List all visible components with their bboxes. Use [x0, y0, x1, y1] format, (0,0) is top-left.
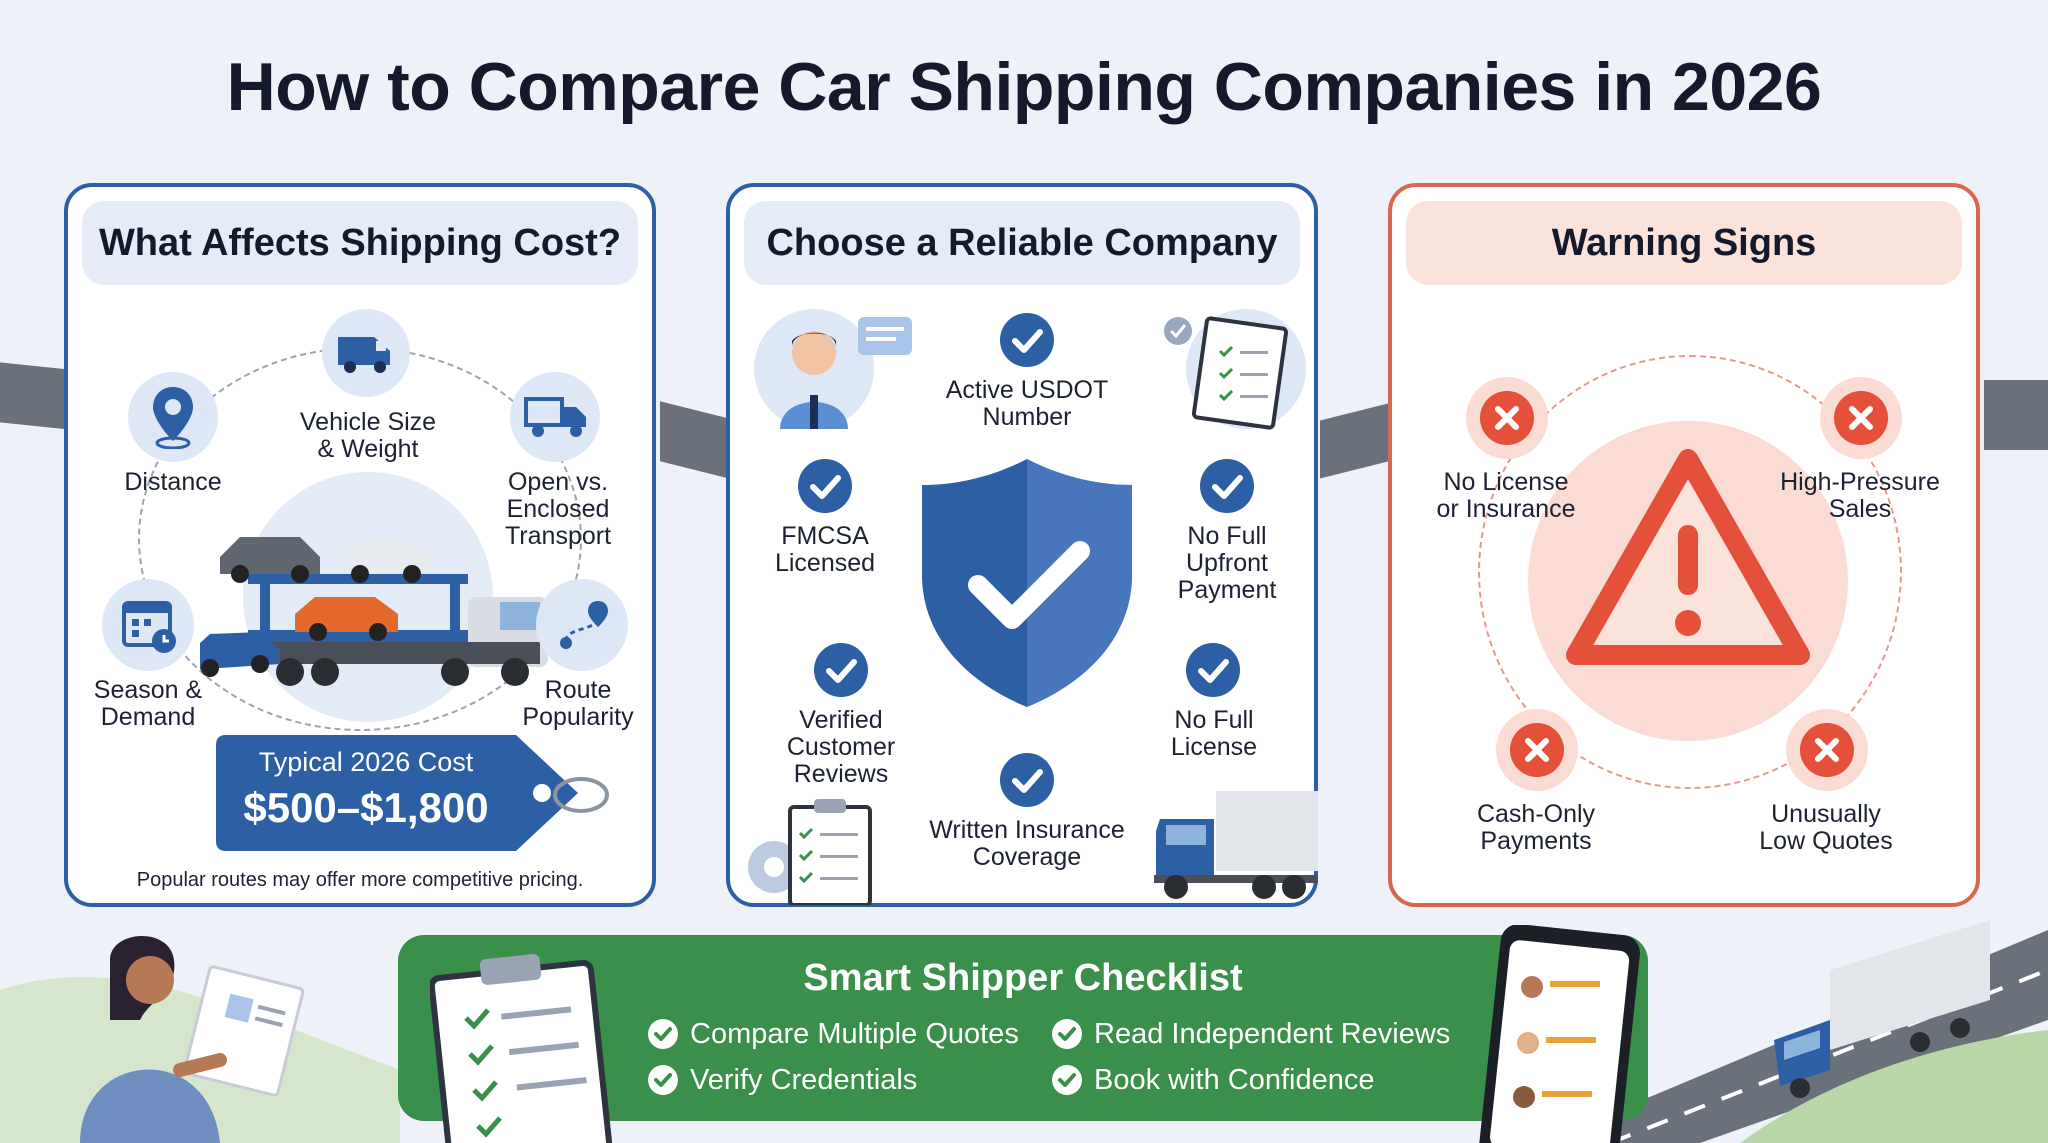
factor-distance-label: Distance	[124, 468, 222, 496]
price-tag-label: Typical 2026 Cost	[258, 747, 474, 777]
factor-route-label: Route Popularity	[522, 676, 634, 731]
warning-no-license-label: No License or Insurance	[1436, 468, 1576, 523]
warning-low-quotes-label: Unusually Low Quotes	[1759, 800, 1893, 855]
warning-cash-label: Cash-Only Payments	[1476, 800, 1596, 855]
warning-triangle-icon	[1566, 449, 1810, 665]
checklist-item-verify: Verify Credentials	[690, 1064, 918, 1096]
check-icon-book	[1052, 1065, 1082, 1095]
factor-transport-label: Open vs. Enclosed Transport	[504, 468, 612, 550]
usdot-check-icon	[1000, 313, 1054, 367]
warning-panel: Warning Signs No License or Insurance Hi…	[1388, 183, 1980, 907]
fmcsa-check-icon	[798, 459, 852, 513]
cost-panel: What Affects Shipping Cost? Vehicle Size…	[64, 183, 656, 907]
item-license-label: No Full License	[1170, 706, 1258, 761]
van-icon	[338, 337, 390, 373]
pricing-note: Popular routes may offer more competitiv…	[136, 869, 584, 891]
item-insurance-label: Written Insurance Coverage	[929, 816, 1125, 871]
insurance-check-icon	[1000, 753, 1054, 807]
tag-string-icon	[553, 777, 609, 813]
warning-pressure-label: High-Pressure Sales	[1780, 468, 1940, 523]
support-agent-icon	[780, 317, 912, 429]
warning-panel-heading: Warning Signs	[1406, 201, 1962, 285]
road-left	[0, 362, 70, 430]
person-reading-icon	[80, 935, 305, 1143]
pressure-x-icon	[1834, 391, 1888, 445]
page-title: How to Compare Car Shipping Companies in…	[226, 49, 1822, 125]
car-carrier-icon	[200, 537, 548, 686]
check-icon-verify	[648, 1065, 678, 1095]
no-license-x-icon	[1480, 391, 1534, 445]
phone-reviews-icon	[1479, 925, 1640, 1143]
checklist-item-book: Book with Confidence	[1094, 1064, 1375, 1096]
shield-check-icon	[922, 459, 1132, 707]
factor-vehicle-label: Vehicle Size & Weight	[299, 408, 437, 463]
price-tag-value: $500–$1,800	[243, 784, 489, 831]
calendar-icon	[122, 601, 176, 653]
checklist-clipboard-icon	[430, 954, 613, 1143]
reviews-check-icon	[814, 643, 868, 697]
reliable-panel-heading: Choose a Reliable Company	[744, 201, 1300, 285]
clipboard-icon	[1164, 316, 1289, 430]
low-quotes-x-icon	[1800, 723, 1854, 777]
location-pin-icon	[153, 387, 193, 449]
reliable-panel: Choose a Reliable Company Active USDOT N…	[726, 183, 1318, 907]
road-mid-left	[660, 401, 730, 479]
upfront-check-icon	[1200, 459, 1254, 513]
road-mid-right	[1320, 403, 1388, 479]
route-icon-bg	[536, 579, 628, 671]
highway-truck-icon	[1774, 920, 1990, 1098]
check-icon-compare	[648, 1019, 678, 1049]
checklist-item-read: Read Independent Reviews	[1094, 1018, 1451, 1050]
license-check-icon	[1186, 643, 1240, 697]
check-icon-read	[1052, 1019, 1082, 1049]
price-tag-shape	[216, 735, 578, 851]
gear-clipboard-icon	[748, 799, 872, 905]
road-right	[1984, 380, 2048, 450]
checklist-item-compare: Compare Multiple Quotes	[690, 1018, 1019, 1050]
cost-panel-heading: What Affects Shipping Cost?	[82, 201, 638, 285]
item-upfront-label: No Full Upfront Payment	[1177, 522, 1277, 604]
item-fmcsa-label: FMCSA Licensed	[774, 522, 876, 577]
semi-truck-icon	[1154, 791, 1318, 899]
checklist-title: Smart Shipper Checklist	[803, 957, 1243, 999]
route-icon	[560, 601, 608, 649]
item-reviews-label: Verified Customer Reviews	[786, 706, 896, 788]
cash-x-icon	[1510, 723, 1564, 777]
item-usdot-label: Active USDOT Number	[945, 376, 1109, 431]
truck-icon	[524, 397, 586, 437]
warning-ring	[1478, 355, 1902, 789]
factor-season-label: Season & Demand	[93, 676, 203, 731]
